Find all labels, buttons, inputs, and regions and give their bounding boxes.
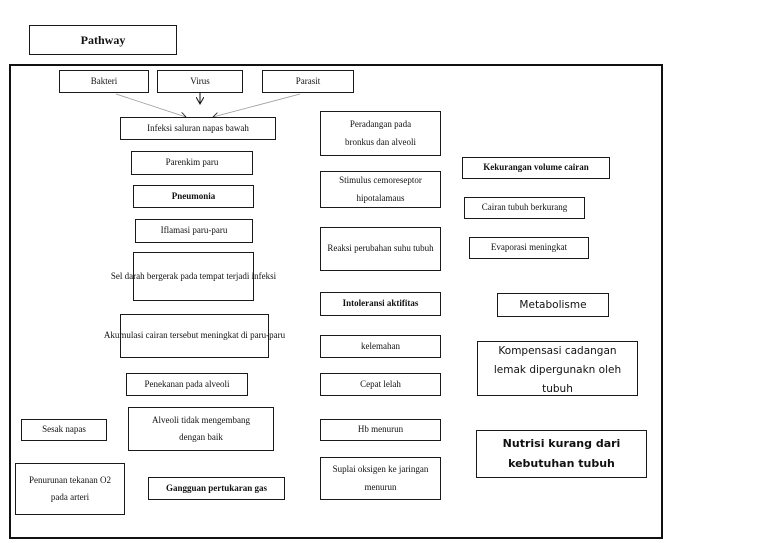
box-kekurangan-volume-cairan: Kekurangan volume cairan [462, 157, 610, 179]
box-kelemahan: kelemahan [320, 335, 441, 358]
cause-virus: Virus [157, 70, 243, 93]
box-gangguan-pertukaran-gas: Gangguan pertukaran gas [148, 477, 285, 500]
box-pneumonia: Pneumonia [133, 185, 254, 208]
box-cepat-lelah: Cepat lelah [320, 373, 441, 396]
box-peradangan: Peradangan pada bronkus dan alveoli [320, 111, 441, 156]
box-penekanan: Penekanan pada alveoli [126, 373, 248, 396]
diagram-frame [9, 64, 663, 539]
box-penurunan-tekanan: Penurunan tekanan O2 pada arteri [15, 463, 125, 515]
box-intoleransi-aktifitas: Intoleransi aktifitas [320, 292, 441, 316]
box-cairan-berkurang: Cairan tubuh berkurang [464, 197, 585, 219]
box-parenkim: Parenkim paru [131, 151, 253, 175]
pathway-title: Pathway [29, 25, 177, 55]
box-alveoli: Alveoli tidak mengembang dengan baik [128, 407, 274, 451]
cause-bakteri: Bakteri [59, 70, 149, 93]
box-nutrisi-kurang: Nutrisi kurang dari kebutuhan tubuh [476, 430, 647, 478]
box-reaksi-suhu: Reaksi perubahan suhu tubuh [320, 227, 441, 271]
box-sesak-napas: Sesak napas [21, 419, 107, 441]
arrow-parasit [213, 93, 301, 117]
box-akumulasi: Akumulasi cairan tersebut meningkat di p… [104, 314, 285, 358]
box-kompensasi-lemak: Kompensasi cadangan lemak dipergunakn ol… [477, 341, 638, 396]
box-evaporasi: Evaporasi meningkat [469, 237, 589, 259]
box-hb-menurun: Hb menurun [320, 419, 441, 441]
box-sel-darah: Sel darah bergerak pada tempat terjadi i… [111, 252, 276, 301]
box-inflamasi: Iflamasi paru-paru [135, 219, 253, 243]
cause-parasit: Parasit [262, 70, 354, 93]
box-suplai-oksigen: Suplai oksigen ke jaringan menurun [320, 457, 441, 500]
arrow-bakteri [115, 93, 186, 117]
box-infeksi: Infeksi saluran napas bawah [120, 117, 276, 140]
box-stimulus: Stimulus cemoreseptor hipotalamaus [320, 171, 441, 208]
box-metabolisme: Metabolisme [497, 293, 609, 317]
